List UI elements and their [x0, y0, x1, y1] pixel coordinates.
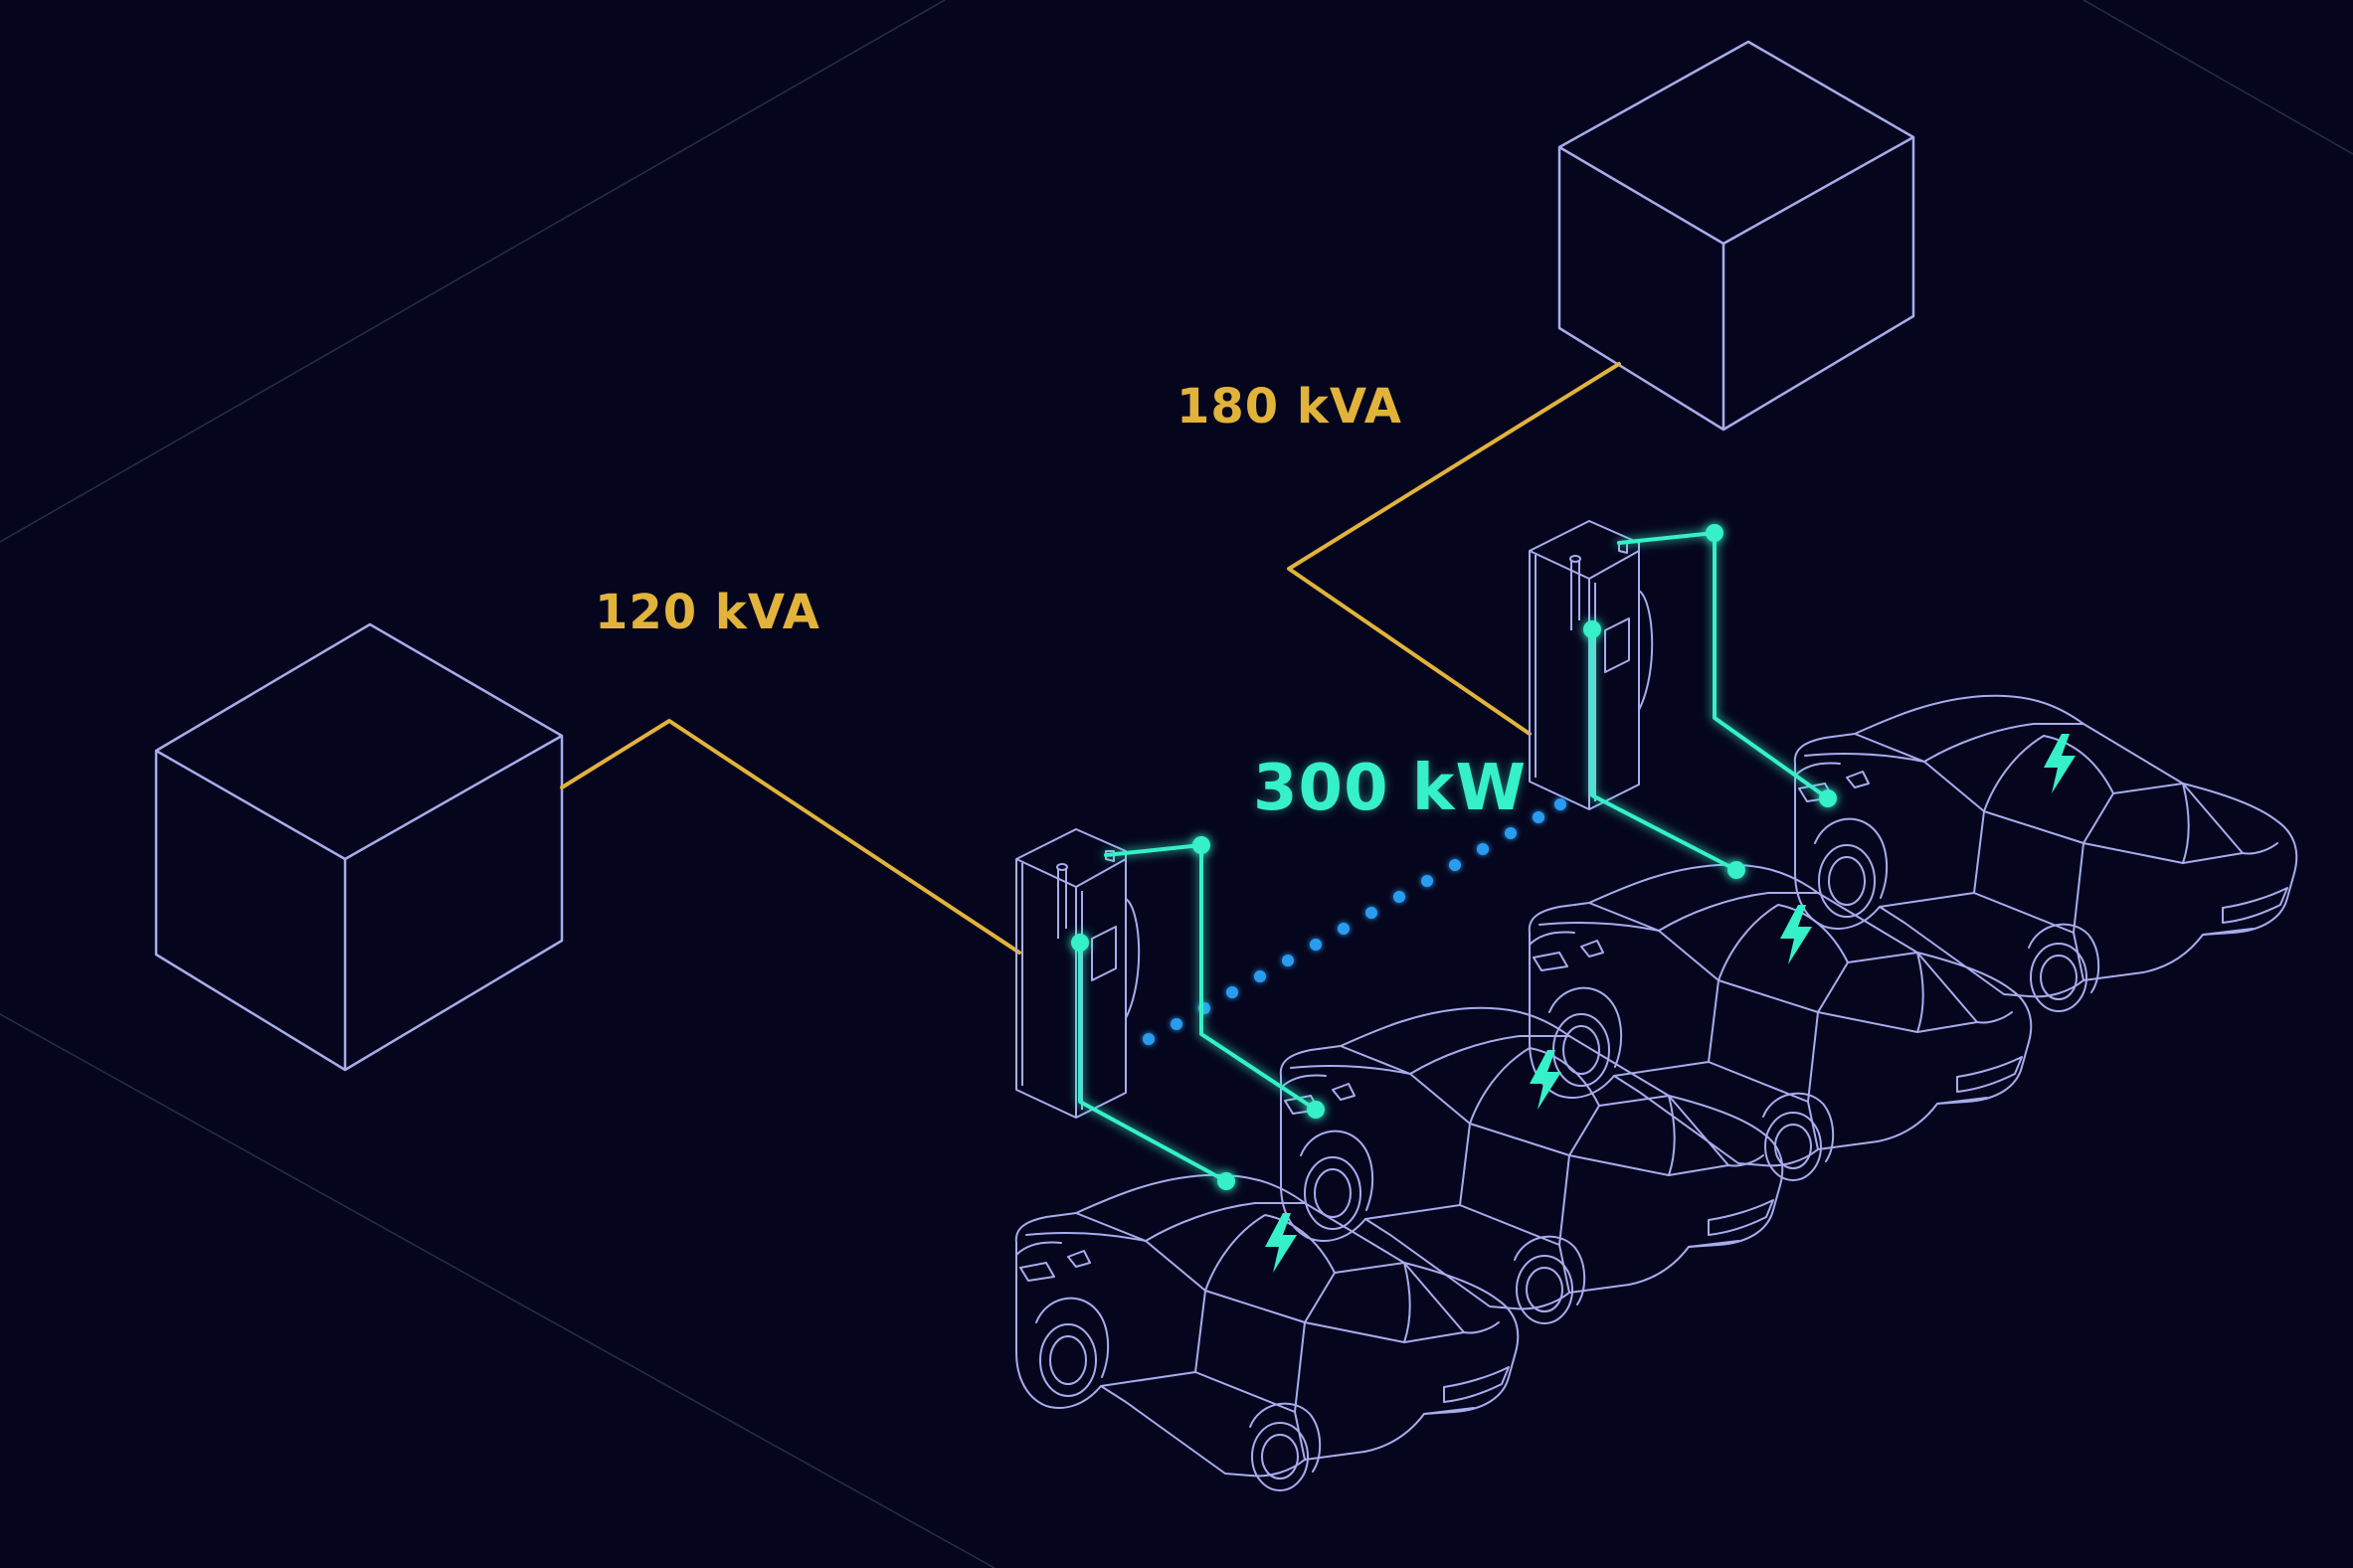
right-supply-line [1287, 362, 1621, 736]
supply-lines [560, 362, 1621, 955]
lightning-bolt-icon [1265, 1213, 1297, 1273]
left-supply-line [560, 719, 1021, 955]
car-2 [1279, 1006, 1784, 1324]
left-supply-label: 120 kVA [595, 585, 820, 640]
grid-line [0, 0, 946, 543]
cable-right-charger-car-4 [1617, 531, 1830, 800]
linked-output-label: 300 kW [1253, 752, 1528, 825]
grid-line [2082, 0, 2353, 155]
grid-line [0, 1013, 996, 1568]
right-supply-label: 180 kVA [1176, 379, 1402, 435]
cable-left-charger-car-1 [1078, 941, 1228, 1183]
charging-cables [1078, 531, 1830, 1183]
cable-left-charger-car-2 [1104, 843, 1318, 1112]
power-link-dots [1143, 798, 1566, 1045]
cable-right-charger-car-3 [1590, 627, 1738, 872]
left-charger [1015, 828, 1141, 1119]
lightning-bolt-icon [2044, 734, 2076, 793]
car-4 [1793, 694, 2298, 1012]
car-3 [1528, 863, 2033, 1181]
left-transformer-box [154, 622, 564, 1072]
cable-endpoints [1071, 524, 1837, 1190]
right-transformer-box [1557, 40, 1915, 432]
car-1 [1014, 1173, 1520, 1491]
